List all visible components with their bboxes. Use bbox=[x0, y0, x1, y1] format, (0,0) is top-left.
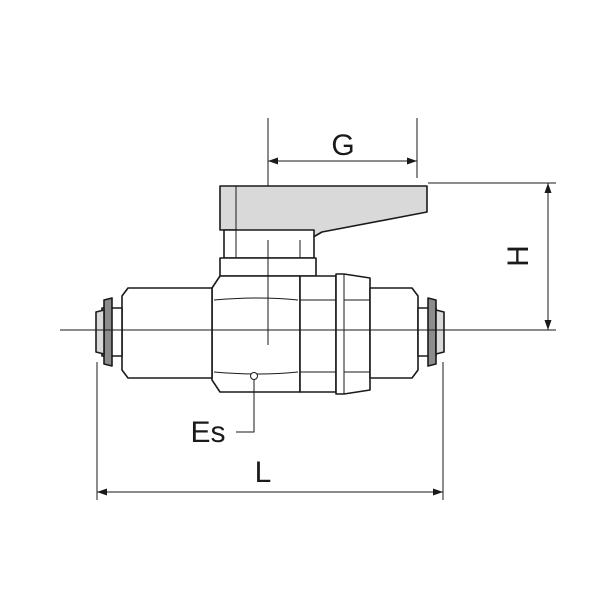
es-callout: Es bbox=[190, 372, 258, 449]
valve-body bbox=[211, 257, 371, 395]
dimension-h: H bbox=[428, 182, 556, 331]
valve-stem bbox=[223, 229, 315, 259]
label-es: Es bbox=[190, 416, 225, 449]
body-hex-ring bbox=[335, 273, 371, 395]
right-connector-body bbox=[369, 287, 419, 379]
left-connector bbox=[95, 287, 213, 379]
label-g: G bbox=[331, 129, 354, 162]
valve-handle bbox=[219, 185, 428, 259]
label-h: H bbox=[502, 245, 535, 267]
es-point bbox=[250, 372, 258, 380]
left-collet-face bbox=[95, 309, 105, 355]
label-l: L bbox=[255, 456, 272, 489]
left-collet-release bbox=[103, 297, 113, 367]
body-curve-bottom bbox=[213, 371, 299, 375]
right-collet-face bbox=[435, 309, 445, 355]
right-collet-release bbox=[427, 297, 437, 367]
right-connector bbox=[369, 287, 445, 379]
body-curve-top bbox=[213, 297, 299, 301]
dimension-l: L bbox=[96, 362, 444, 500]
left-connector-body bbox=[121, 287, 213, 379]
body-hex-nut bbox=[299, 275, 337, 393]
hex-ring-lines bbox=[343, 274, 370, 394]
es-leader-line bbox=[236, 380, 255, 433]
hex-nut-flats bbox=[300, 299, 336, 373]
